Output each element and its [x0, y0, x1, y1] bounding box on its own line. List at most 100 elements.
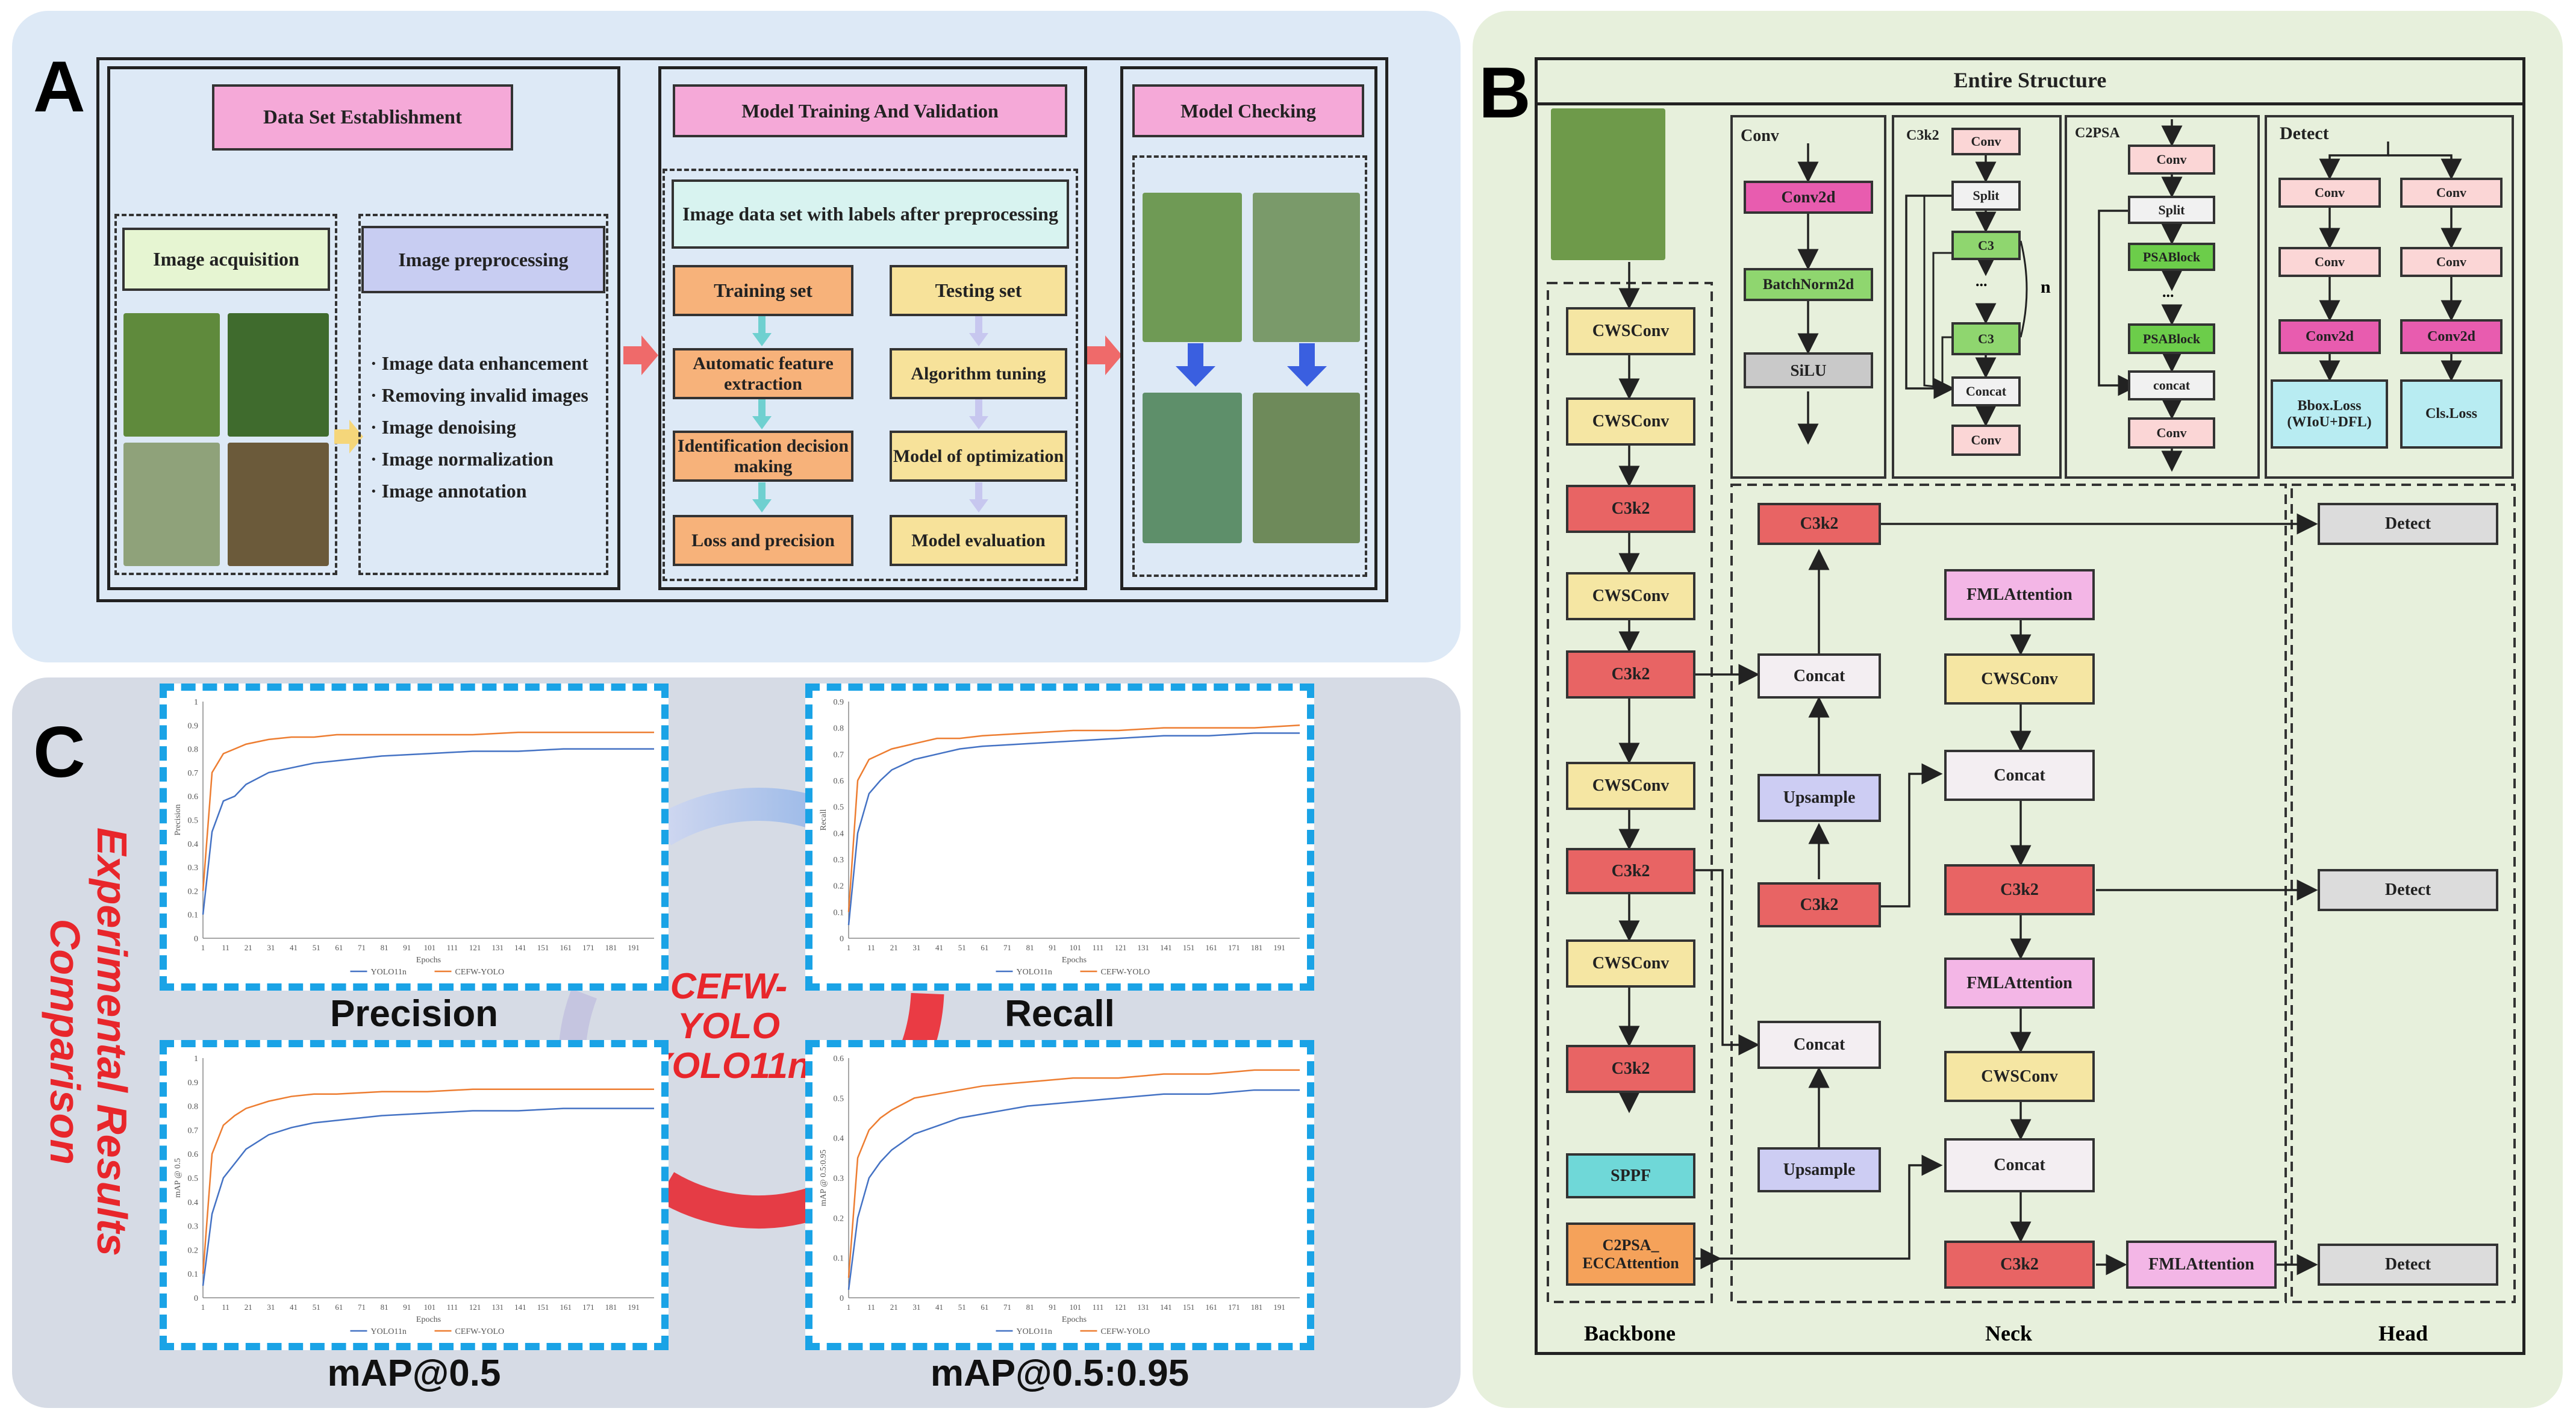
recall-title: Recall	[1005, 993, 1115, 1035]
y-tick-label: 0.1	[834, 908, 844, 917]
list-item: · Image data enhancement	[370, 352, 588, 374]
y-axis-label: mAP @ 0.5	[173, 1158, 182, 1198]
series-line-yolo11n	[202, 1107, 654, 1286]
c3k2-conv-box: Conv	[1951, 128, 2021, 155]
neck-cwsconv-box: CWSConv	[1944, 653, 2095, 705]
y-tick-label: 0.2	[188, 887, 199, 896]
preprocessing-frame	[358, 214, 608, 575]
x-tick-label: 11	[867, 1303, 875, 1312]
cls-loss-box: Cls.Loss	[2400, 379, 2503, 449]
detect-conv-box: Conv	[2400, 178, 2503, 208]
panel-c-label: C	[33, 712, 86, 793]
x-tick-label: 81	[381, 943, 388, 952]
x-tick-label: 31	[912, 943, 920, 952]
y-tick-label: 0.5	[188, 817, 199, 826]
series-line-cefw-yolo	[202, 731, 654, 891]
x-tick-label: 171	[582, 943, 594, 952]
y-tick-label: 0.6	[188, 1150, 199, 1159]
conv-block-title: Conv	[1741, 126, 1779, 145]
preprocessing-list: · Image data enhancement · Removing inva…	[370, 352, 611, 512]
x-tick-label: 171	[582, 1303, 594, 1312]
training-section	[658, 66, 1087, 590]
test-photo	[1253, 193, 1360, 342]
training-title: Model Training And Validation	[673, 84, 1067, 137]
x-tick-label: 71	[1003, 1303, 1011, 1312]
model-names: CEFW-YOLO YOLO11n	[626, 967, 831, 1086]
backbone-cwsconv-box: CWSConv	[1566, 762, 1695, 810]
x-tick-label: 61	[981, 1303, 988, 1312]
optimization-box: Model of optimization	[890, 431, 1067, 482]
x-tick-label: 21	[890, 1303, 898, 1312]
series-line-cefw-yolo	[847, 724, 1300, 912]
x-tick-label: 1	[847, 1303, 851, 1312]
y-axis-label: Recall	[819, 809, 828, 831]
legend-label: CEFW-YOLO	[1101, 1327, 1150, 1336]
neck-label: Neck	[1985, 1321, 2032, 1345]
x-tick-label: 1	[201, 1303, 205, 1312]
x-tick-label: 61	[335, 943, 343, 952]
x-tick-label: 81	[1026, 1303, 1034, 1312]
arrow-right-icon	[1087, 335, 1122, 375]
detect-box: Detect	[2318, 1244, 2498, 1286]
repeat-n-label: n	[2041, 277, 2051, 297]
series-line-cefw-yolo	[202, 1088, 654, 1274]
x-tick-label: 101	[424, 1303, 436, 1312]
result-photo	[1143, 393, 1242, 543]
map50-title: mAP@0.5	[327, 1353, 501, 1394]
map5095-title: mAP@0.5:0.95	[930, 1353, 1190, 1394]
y-tick-label: 0	[194, 1294, 198, 1303]
test-photo	[1143, 193, 1242, 342]
c2psa-split-box: Split	[2128, 196, 2215, 224]
legend-label: YOLO11n	[371, 1327, 407, 1336]
x-tick-label: 191	[1273, 1303, 1285, 1312]
x-tick-label: 191	[628, 943, 640, 952]
x-tick-label: 181	[605, 943, 617, 952]
backbone-cwsconv-box: CWSConv	[1566, 939, 1695, 988]
leaf-photo	[228, 443, 329, 566]
x-tick-label: 121	[469, 943, 481, 952]
x-tick-label: 41	[290, 1303, 298, 1312]
neck-c3k2-box: C3k2	[1757, 882, 1881, 927]
y-axis-label: Precision	[173, 804, 182, 835]
x-tick-label: 21	[245, 943, 252, 952]
neck-cwsconv-box: CWSConv	[1944, 1051, 2095, 1102]
batchnorm-box: BatchNorm2d	[1744, 268, 1873, 301]
architecture-diagram	[1547, 115, 2516, 1303]
leaf-photo	[123, 443, 220, 566]
series-line-yolo11n	[847, 1089, 1300, 1290]
psablock-box: PSABlock	[2128, 243, 2215, 271]
x-tick-label: 51	[313, 943, 320, 952]
y-tick-label: 0.2	[188, 1246, 199, 1255]
image-preprocessing-box: Image preprocessing	[361, 226, 605, 293]
y-tick-label: 0.6	[188, 793, 199, 802]
y-tick-label: 0.1	[188, 1270, 199, 1279]
y-tick-label: 0.5	[188, 1174, 199, 1183]
yolo11n-label: YOLO11n	[647, 1045, 810, 1086]
y-tick-label: 0.6	[834, 1054, 844, 1064]
c3k2-conv-box: Conv	[1951, 425, 2021, 456]
upsample-box: Upsample	[1757, 774, 1881, 822]
c3-box: C3	[1951, 322, 2021, 355]
detect-block-title: Detect	[2280, 123, 2329, 143]
x-tick-label: 171	[1228, 943, 1240, 952]
x-tick-label: 71	[358, 1303, 366, 1312]
algorithm-tuning-box: Algorithm tuning	[890, 348, 1067, 399]
y-tick-label: 0.5	[834, 803, 844, 812]
y-tick-label: 0.8	[834, 724, 844, 733]
neck-concat-box: Concat	[1757, 653, 1881, 699]
x-tick-label: 161	[560, 943, 572, 952]
bbox-loss-box: Bbox.Loss (WIoU+DFL)	[2271, 379, 2388, 449]
checking-title: Model Checking	[1132, 84, 1364, 137]
checking-section	[1120, 66, 1377, 590]
legend-label: YOLO11n	[1017, 968, 1052, 977]
y-tick-label: 0.9	[188, 1079, 199, 1088]
c2psa-conv-box: Conv	[2128, 145, 2215, 175]
legend-label: CEFW-YOLO	[455, 968, 505, 977]
arrow-down-icon	[1176, 343, 1215, 387]
psablock-box: PSABlock	[2128, 323, 2215, 354]
neck-concat-box: Concat	[1944, 750, 2095, 801]
